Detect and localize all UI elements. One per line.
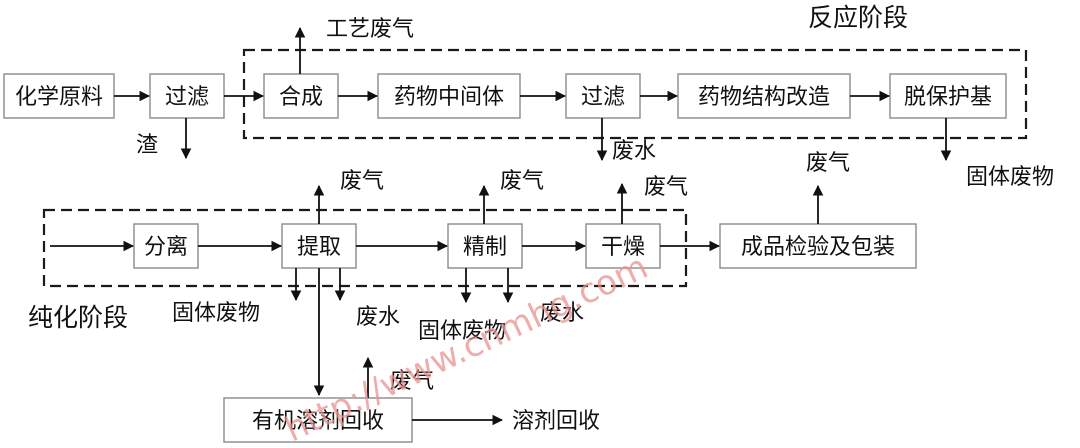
gas-extraction-label: 废气 bbox=[340, 169, 384, 194]
refining-label: 精制 bbox=[463, 235, 507, 260]
reaction-stage-label: 反应阶段 bbox=[808, 3, 908, 32]
recovered-solvent-label: 溶剂回收 bbox=[512, 409, 600, 434]
solvent-recovery-box bbox=[223, 397, 413, 443]
filter-1-label: 过滤 bbox=[165, 85, 209, 110]
wastewater-refining-label: 废水 bbox=[540, 301, 584, 326]
synthesis-label: 合成 bbox=[279, 85, 323, 110]
structure-modification-box bbox=[677, 73, 851, 119]
raw-materials-label: 化学原料 bbox=[15, 85, 103, 110]
wastewater-filter2-label: 废水 bbox=[612, 139, 656, 164]
deprotection-box bbox=[889, 73, 1007, 119]
drying-label: 干燥 bbox=[601, 235, 645, 260]
refining-box bbox=[447, 223, 523, 269]
raw-materials-box bbox=[3, 73, 115, 119]
filter-1-box bbox=[149, 73, 225, 119]
structure-modification-label: 药物结构改造 bbox=[698, 85, 830, 110]
residue-label: 渣 bbox=[136, 133, 158, 158]
gas-inspection-label: 废气 bbox=[806, 151, 850, 176]
solid-waste-deprotection-label: 固体废物 bbox=[966, 165, 1054, 190]
inspection-packaging-label: 成品检验及包装 bbox=[741, 235, 895, 260]
gas-refining-label: 废气 bbox=[500, 169, 544, 194]
filter-2-label: 过滤 bbox=[581, 85, 625, 110]
reaction-stage-frame bbox=[242, 48, 1028, 140]
separation-label: 分离 bbox=[144, 235, 188, 260]
drying-box bbox=[585, 223, 661, 269]
deprotection-label: 脱保护基 bbox=[904, 85, 992, 110]
gas-drying-label: 废气 bbox=[644, 175, 688, 200]
purification-stage-frame bbox=[42, 208, 688, 288]
purification-stage-label: 纯化阶段 bbox=[28, 303, 128, 332]
solid-waste-refining-label: 固体废物 bbox=[418, 319, 506, 344]
solvent-recovery-label: 有机溶剂回收 bbox=[252, 409, 384, 434]
gas-recovery-label: 废气 bbox=[390, 369, 434, 394]
inspection-packaging-box bbox=[719, 223, 917, 269]
process-gas-label: 工艺废气 bbox=[326, 17, 414, 42]
intermediate-label: 药物中间体 bbox=[394, 85, 504, 110]
solid-waste-extraction-label: 固体废物 bbox=[172, 301, 260, 326]
wastewater-extraction-label: 废水 bbox=[356, 305, 400, 330]
extraction-label: 提取 bbox=[297, 235, 341, 260]
